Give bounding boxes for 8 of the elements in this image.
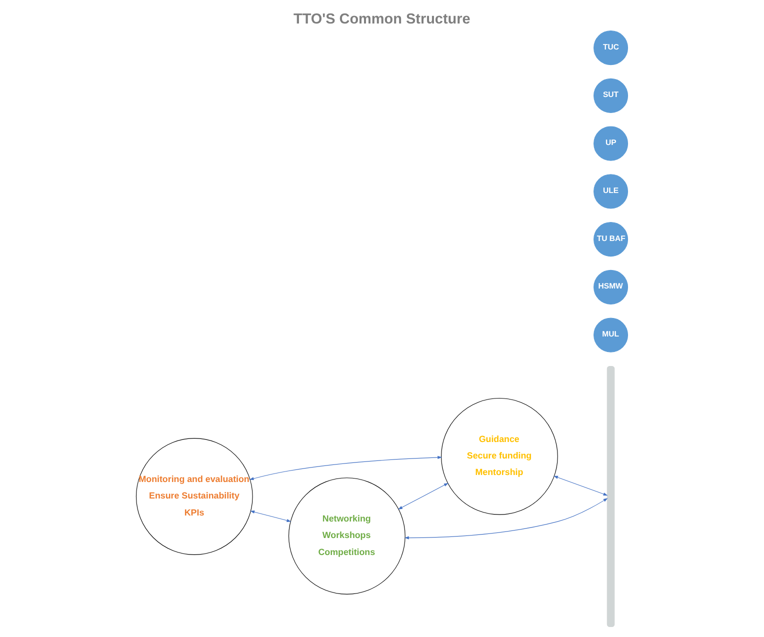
arrow [250, 510, 292, 522]
node-arc [606, 366, 615, 628]
arrow [249, 456, 442, 480]
arrow [404, 498, 608, 540]
arrow [554, 476, 608, 496]
diagram-title: TTO'S Common Structure [293, 11, 470, 28]
node-circle: Networking Workshops Competitions [288, 478, 406, 594]
arrow [398, 482, 448, 510]
